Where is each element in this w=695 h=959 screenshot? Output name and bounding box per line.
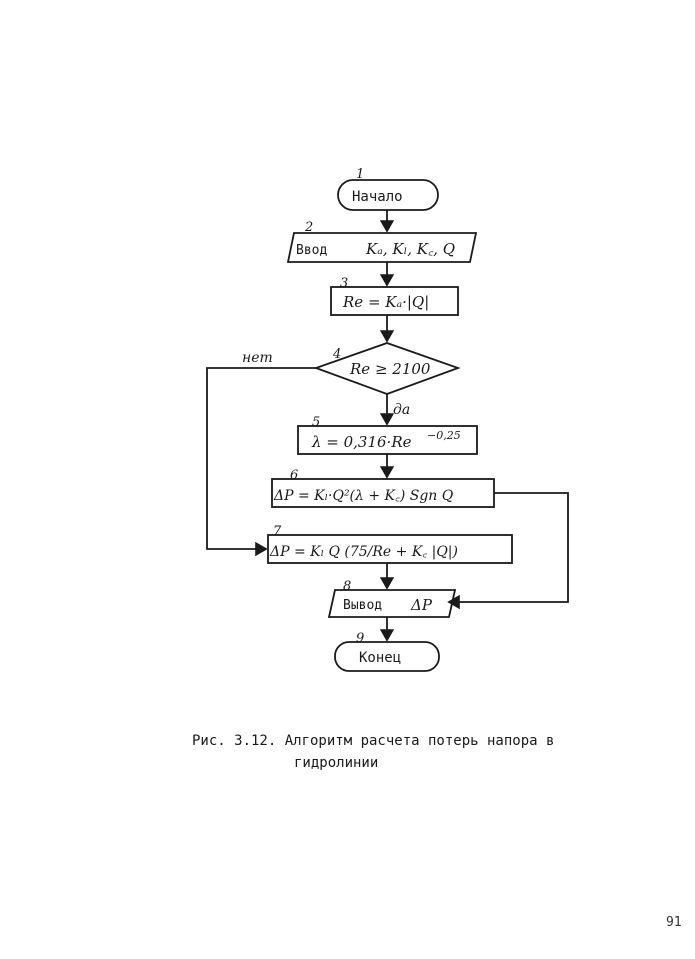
figure-caption: Рис. 3.12. Алгоритм расчета потерь напор…: [192, 730, 632, 774]
block-8-output: 8 Вывод ΔP: [329, 579, 455, 617]
block-4-decision: 4 Re ≥ 2100: [316, 343, 458, 394]
block-2-input: 2 Ввод Kₐ, Kₗ, K꜀, Q: [288, 220, 476, 262]
page-number: 91: [666, 915, 682, 930]
block-9-number: 9: [356, 631, 364, 646]
block-3-process: 3 Re = Kₐ·|Q|: [331, 276, 458, 315]
reynolds-formula: Re = Kₐ·|Q|: [342, 293, 429, 311]
caption-line-2: гидролинии: [192, 752, 632, 774]
friction-exponent: −0,25: [427, 429, 461, 442]
block-5-number: 5: [312, 415, 320, 430]
start-label: Начало: [352, 189, 403, 205]
laminar-loss-formula: ΔP = Kₗ Q (75/Re + K꜀ |Q|): [269, 544, 458, 560]
block-1-number: 1: [356, 167, 364, 182]
block-8-number: 8: [343, 579, 351, 594]
arrow-6-8: [449, 493, 568, 602]
block-4-number: 4: [332, 347, 341, 362]
block-7-process: 7 ΔP = Kₗ Q (75/Re + K꜀ |Q|): [268, 524, 512, 563]
output-variable: ΔP: [410, 596, 433, 614]
block-3-number: 3: [340, 276, 348, 291]
block-2-number: 2: [304, 220, 313, 235]
branch-no-label: нет: [242, 350, 273, 366]
decision-condition: Re ≥ 2100: [349, 360, 431, 378]
branch-no-line: [207, 368, 316, 549]
end-label: Конец: [359, 650, 401, 666]
block-6-number: 6: [290, 468, 298, 483]
output-label: Вывод: [343, 598, 382, 613]
caption-line-1: Рис. 3.12. Алгоритм расчета потерь напор…: [192, 733, 554, 749]
block-1-start: 1 Начало: [338, 167, 438, 210]
friction-formula: λ = 0,316·Re: [311, 433, 412, 451]
input-label: Ввод: [296, 243, 327, 258]
block-7-number: 7: [273, 524, 282, 539]
turbulent-loss-formula: ΔP = Kₗ·Q²(λ + K꜀) Sgn Q: [273, 488, 454, 504]
branch-yes-label: да: [393, 402, 410, 418]
block-6-process: 6 ΔP = Kₗ·Q²(λ + K꜀) Sgn Q: [272, 468, 494, 507]
input-variables: Kₐ, Kₗ, K꜀, Q: [365, 240, 455, 258]
